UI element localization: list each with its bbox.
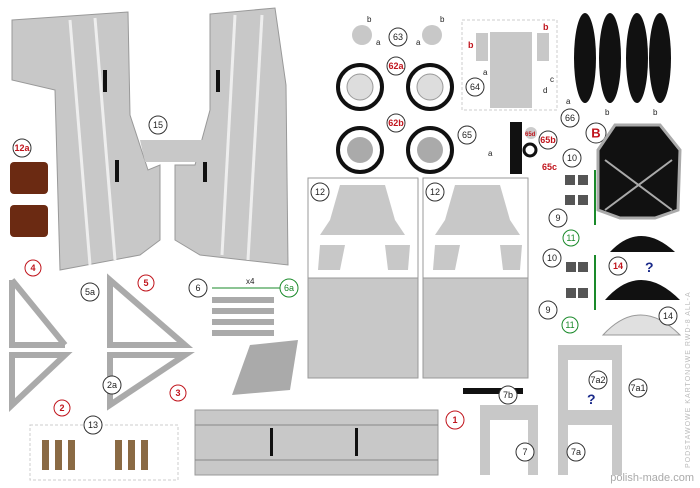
fuselage-left-part — [11, 11, 161, 271]
svg-text:66: 66 — [565, 113, 575, 123]
parts-9-10-11: 10 9 11 10 9 11 — [538, 148, 596, 334]
svg-text:b: b — [367, 15, 372, 24]
svg-text:a: a — [488, 149, 493, 158]
svg-text:10: 10 — [547, 253, 557, 263]
svg-text:12: 12 — [315, 187, 325, 197]
svg-text:5: 5 — [143, 278, 148, 288]
part-7-frames: 7a2 ? 7a1 7a 7b 7 — [463, 345, 648, 475]
svg-text:65: 65 — [462, 130, 472, 140]
svg-text:13: 13 — [88, 420, 98, 430]
svg-text:7a2: 7a2 — [590, 375, 605, 385]
watermark: polish-made.com — [610, 472, 694, 484]
svg-text:1: 1 — [452, 415, 457, 425]
svg-text:B: B — [591, 126, 600, 141]
svg-text:5a: 5a — [85, 287, 95, 297]
part-6-strips: 6 x4 6a — [188, 277, 299, 336]
label-15: 15 — [153, 120, 163, 130]
part-15-teeth: 15 — [140, 115, 215, 162]
svg-text:b: b — [468, 40, 474, 50]
svg-text:6a: 6a — [284, 283, 294, 293]
svg-text:2: 2 — [59, 403, 64, 413]
svg-text:9: 9 — [545, 305, 550, 315]
svg-text:6: 6 — [195, 283, 200, 293]
svg-text:12: 12 — [430, 187, 440, 197]
part-12-panels: 12 12 — [307, 177, 529, 379]
part-63: 63 b a b a — [352, 15, 445, 47]
svg-text:7a: 7a — [571, 447, 581, 457]
svg-text:3: 3 — [175, 388, 180, 398]
svg-text:a: a — [416, 38, 421, 47]
model-caption: PODSTAWOWE KARTONOWE RWD-8 ALL-A — [685, 291, 692, 468]
part-65: 65 a 65d 65b 65c — [457, 122, 558, 174]
part-64: b b a cd 64 — [461, 19, 558, 111]
svg-text:b: b — [605, 108, 610, 117]
svg-text:65c: 65c — [542, 162, 557, 172]
svg-text:11: 11 — [566, 233, 575, 243]
svg-text:65b: 65b — [540, 135, 556, 145]
part-B-cowling: B — [585, 122, 682, 220]
svg-text:?: ? — [645, 259, 654, 275]
svg-text:14: 14 — [663, 311, 673, 321]
svg-text:b: b — [543, 22, 549, 32]
instrument-panels-14: 14 ? 14 — [601, 236, 682, 336]
svg-text:7b: 7b — [503, 390, 513, 400]
svg-text:7a1: 7a1 — [630, 383, 645, 393]
fuselage-right-part — [174, 7, 289, 266]
svg-text:x4: x4 — [246, 277, 255, 286]
seat — [232, 340, 298, 395]
svg-text:?: ? — [587, 391, 596, 407]
svg-text:65d: 65d — [525, 132, 536, 138]
svg-text:d: d — [543, 86, 547, 95]
wheels-62: 62a 62b — [336, 56, 454, 174]
svg-text:a: a — [376, 38, 381, 47]
svg-text:b: b — [440, 15, 445, 24]
struts-2-5: 4 5 5a 2a 2 3 — [9, 259, 195, 417]
propeller-blades-66: 66 a b b — [560, 13, 671, 128]
svg-text:12a: 12a — [14, 143, 30, 153]
svg-text:63: 63 — [393, 32, 403, 42]
svg-text:c: c — [550, 75, 554, 84]
svg-text:11: 11 — [565, 320, 574, 330]
svg-text:62a: 62a — [388, 61, 404, 71]
svg-text:a: a — [566, 97, 571, 106]
svg-text:7: 7 — [522, 447, 527, 457]
svg-text:b: b — [653, 108, 658, 117]
svg-text:14: 14 — [613, 261, 623, 271]
svg-text:62b: 62b — [388, 118, 404, 128]
svg-text:4: 4 — [30, 263, 35, 273]
svg-text:9: 9 — [555, 213, 560, 223]
svg-text:2a: 2a — [107, 380, 117, 390]
part-1-strip: 1 — [194, 409, 465, 476]
svg-text:64: 64 — [470, 82, 480, 92]
part-12a: 12a — [10, 138, 48, 237]
part-13: 13 — [29, 415, 179, 481]
svg-text:10: 10 — [567, 153, 577, 163]
svg-text:a: a — [483, 68, 488, 77]
